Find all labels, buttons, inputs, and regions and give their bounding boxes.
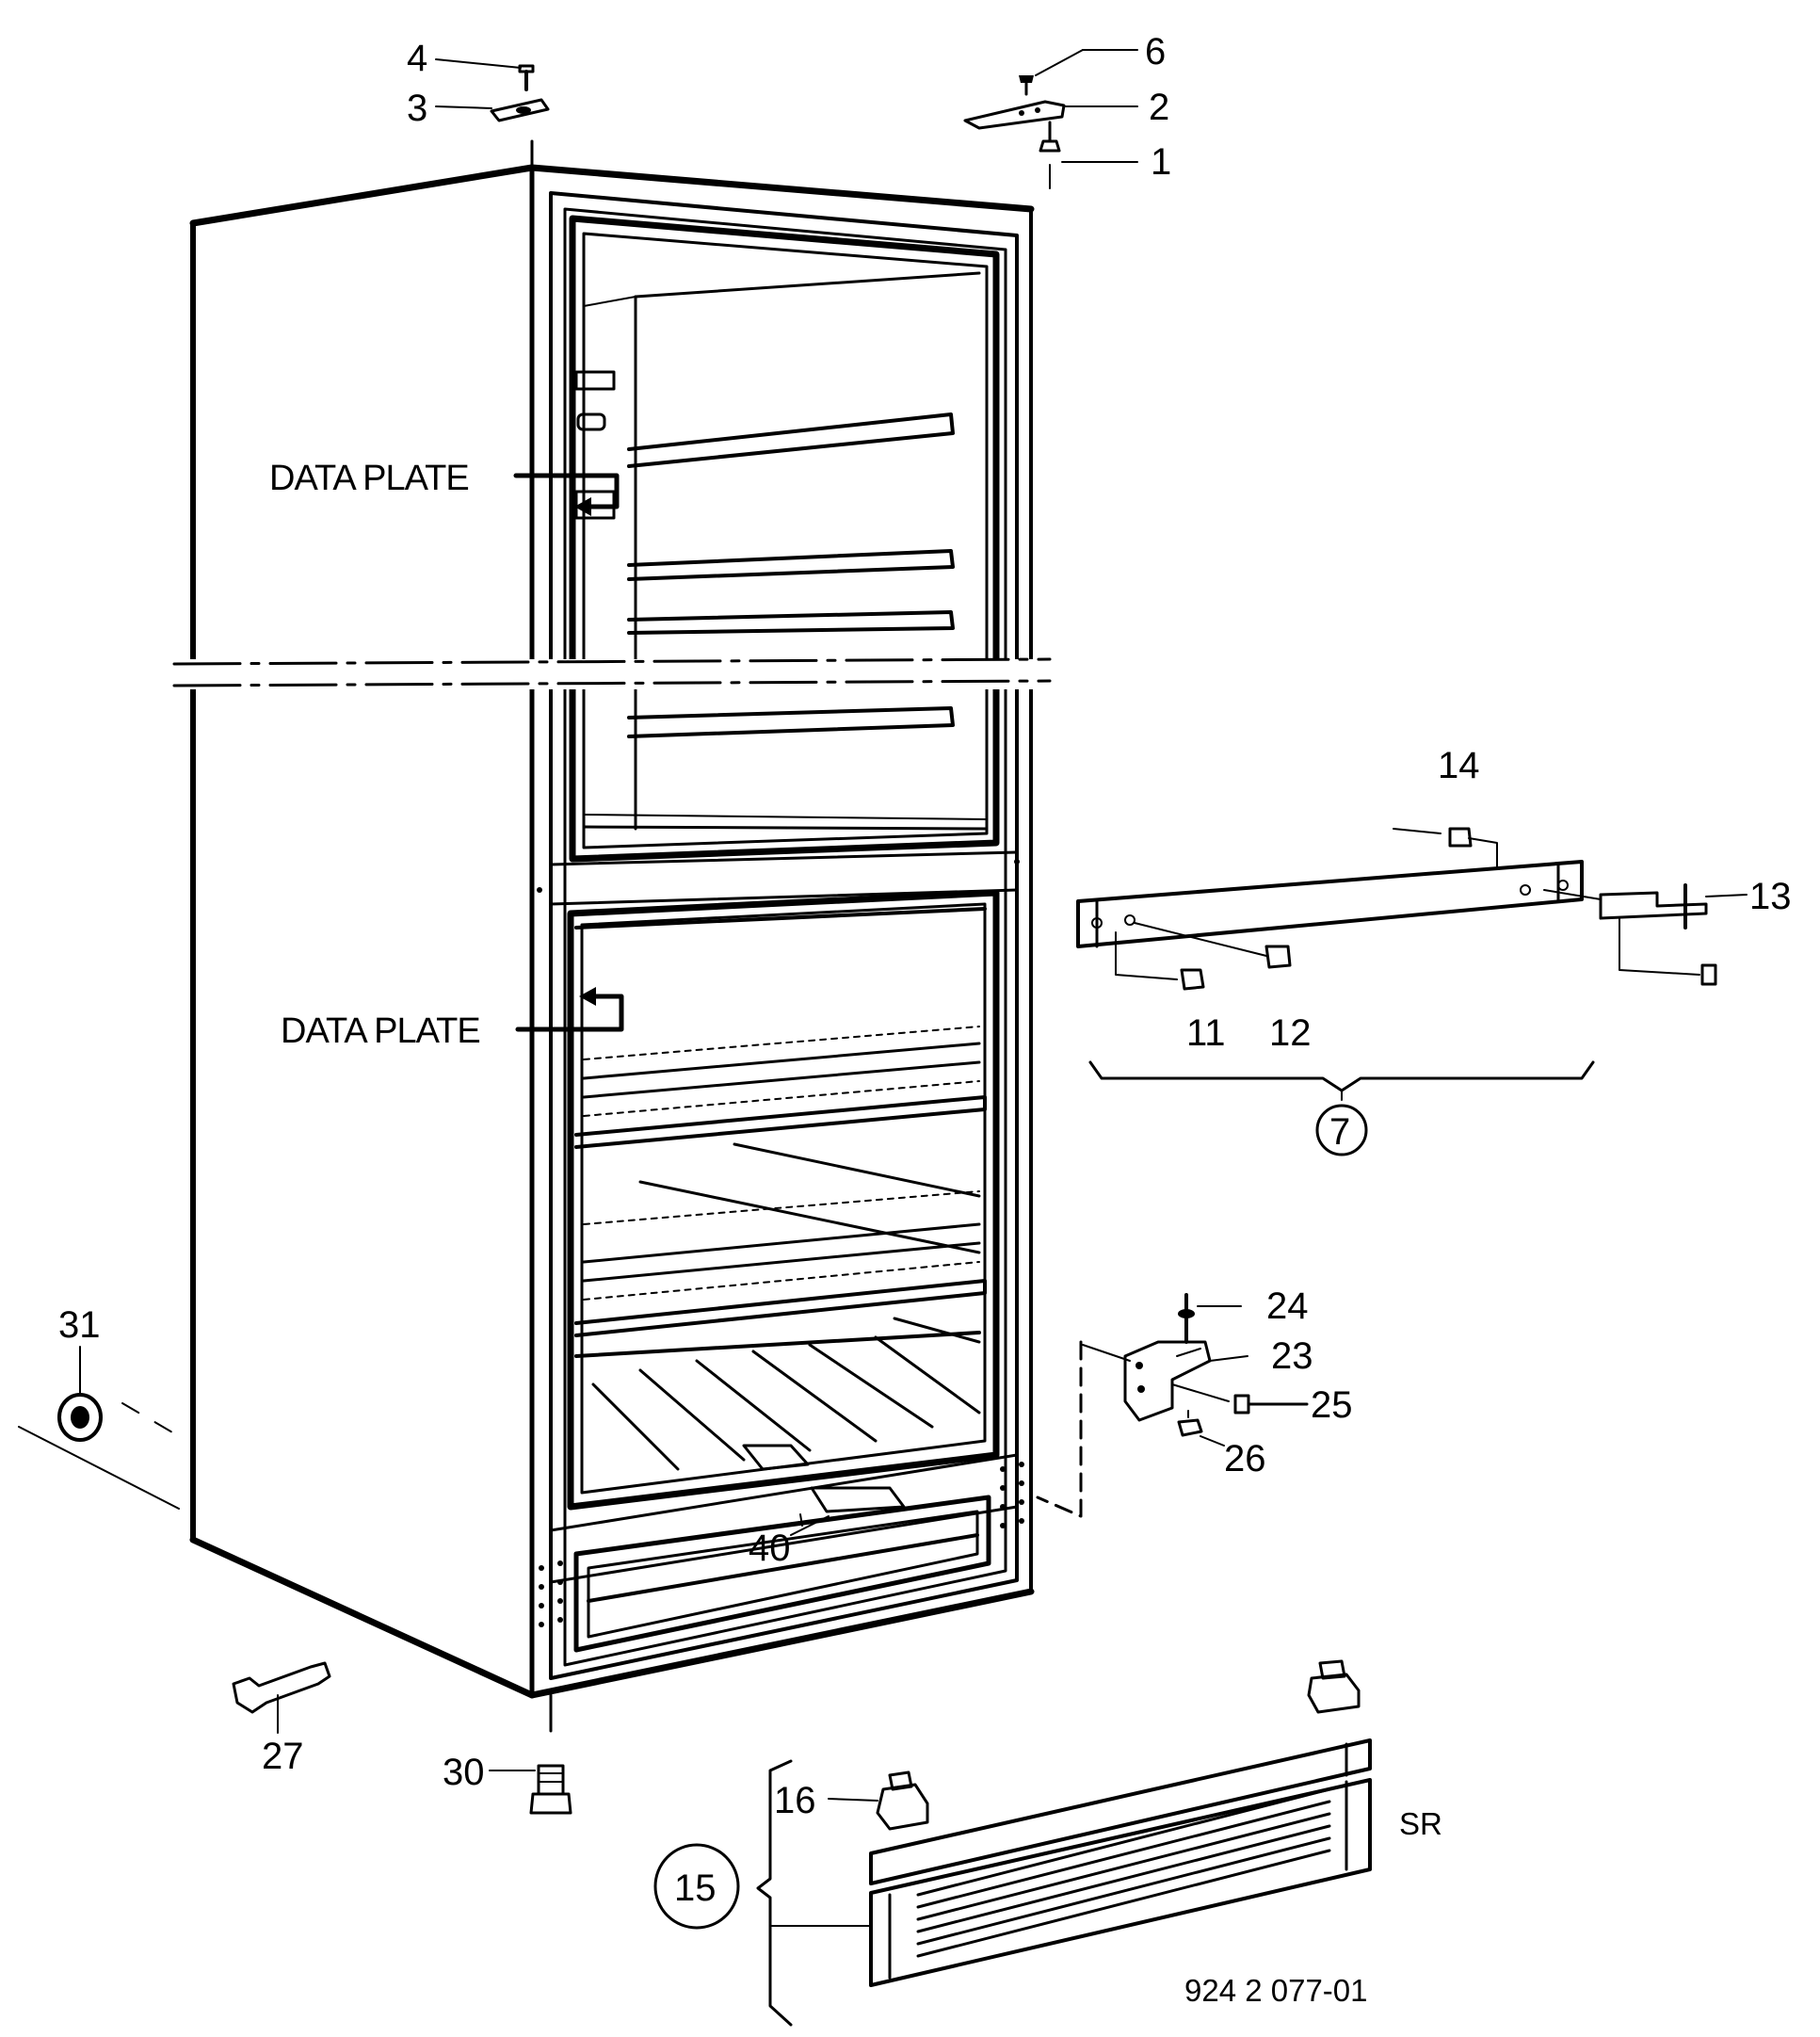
shelf-rails-upper <box>627 412 955 738</box>
data-plate-bottom-marker: DATA PLATE <box>281 987 624 1051</box>
callout-31: 31 <box>58 1304 101 1346</box>
callout-24: 24 <box>1266 1285 1309 1327</box>
part-31-leveling-foot <box>18 1346 180 1510</box>
callout-23: 23 <box>1271 1335 1313 1377</box>
crisper-area <box>574 1331 981 1471</box>
callout-25: 25 <box>1311 1384 1353 1426</box>
callout-15: 15 <box>674 1867 717 1909</box>
part-40-drawer-clip <box>742 1444 906 1536</box>
assembly-7-door-bar <box>1076 827 1748 1156</box>
callout-11: 11 <box>1186 1012 1226 1054</box>
part-3-bracket <box>435 98 550 122</box>
part-2-hinge-plate <box>963 100 1138 130</box>
callout-16: 16 <box>774 1780 816 1821</box>
part-27-wrench <box>232 1661 331 1734</box>
drawing-number: 924 2 077-01 <box>1184 1973 1368 2008</box>
callout-12: 12 <box>1269 1012 1312 1054</box>
callout-30: 30 <box>443 1752 485 1793</box>
part-30-foot-screw <box>489 1764 572 1815</box>
callout-6: 6 <box>1145 31 1166 73</box>
screw-holes <box>537 859 1024 1627</box>
callout-3: 3 <box>407 88 427 129</box>
callout-2: 2 <box>1149 87 1169 128</box>
data-plate-bottom-label: DATA PLATE <box>281 1011 480 1051</box>
callout-13: 13 <box>1749 876 1792 917</box>
part-4-screw <box>435 58 535 91</box>
callout-26: 26 <box>1224 1438 1266 1479</box>
assembly-15-kickplate <box>653 1659 1372 2027</box>
data-plate-top-marker: DATA PLATE <box>269 459 620 516</box>
callout-40: 40 <box>749 1528 791 1569</box>
callout-14: 14 <box>1438 745 1480 786</box>
sr-label: SR <box>1399 1806 1442 1841</box>
break-line <box>172 657 1052 689</box>
kickplate-grille <box>916 1787 1331 1958</box>
wire-shelves <box>574 1026 987 1344</box>
callout-4: 4 <box>407 38 427 79</box>
refrigerator-cabinet <box>172 139 1052 1733</box>
callout-1: 1 <box>1151 141 1171 183</box>
callout-7: 7 <box>1329 1111 1350 1153</box>
data-plate-top-label: DATA PLATE <box>269 459 469 498</box>
callout-27: 27 <box>262 1736 304 1777</box>
lower-hinge-parts <box>1036 1293 1309 1518</box>
callout-numbers: 4 3 6 2 1 14 13 11 12 7 24 23 25 26 31 4… <box>58 31 1792 2008</box>
part-1-hinge-pin <box>1039 121 1138 189</box>
part-6-screw <box>1019 49 1138 96</box>
